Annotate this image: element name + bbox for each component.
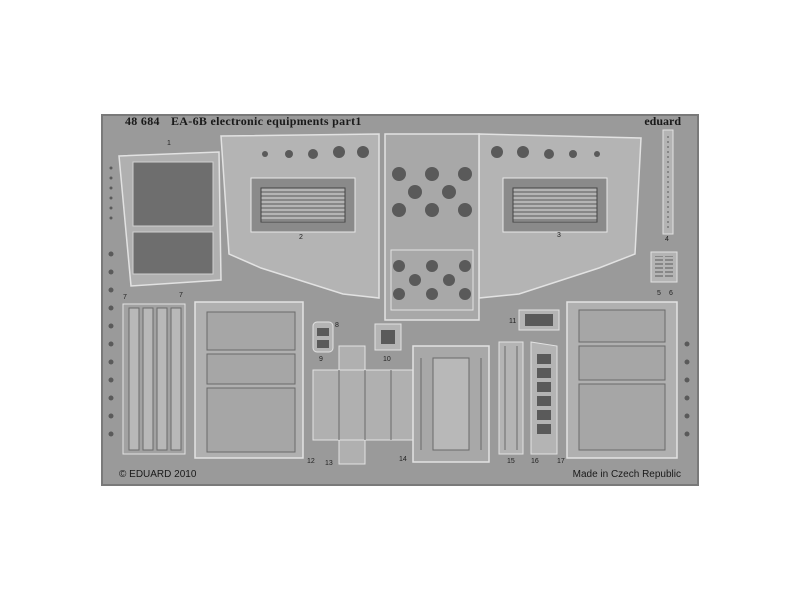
- part-8-9: [312, 321, 334, 353]
- part-label: 12: [307, 458, 315, 465]
- part-label: 11: [509, 318, 517, 325]
- part-label: 4: [665, 236, 669, 243]
- part-label: 1: [167, 140, 171, 147]
- part-14-frame: [412, 345, 490, 463]
- part-16-strip: [530, 341, 558, 455]
- part-label: 8: [335, 322, 339, 329]
- origin-text: Made in Czech Republic: [572, 469, 681, 480]
- left-edge-dots: [108, 166, 114, 437]
- part-12-panel: [194, 301, 304, 459]
- parts-5-6: [650, 251, 678, 283]
- part-15-strip: [498, 341, 524, 455]
- part-label: 7: [123, 294, 127, 301]
- fret-artwork: [101, 114, 699, 486]
- sheet-title: EA-6B electronic equipments part1: [171, 114, 362, 128]
- part-label: 2: [299, 234, 303, 241]
- copyright-text: © EDUARD 2010: [119, 469, 197, 480]
- part-label: 9: [319, 356, 323, 363]
- part-label: 10: [383, 356, 391, 363]
- part-10-square: [374, 323, 402, 351]
- fret-border: [101, 114, 699, 486]
- brand-logo-text: eduard: [644, 114, 681, 128]
- part-label: 3: [557, 232, 561, 239]
- right-edge-dots: [684, 341, 690, 437]
- console-panel: [220, 133, 642, 321]
- part-label: 17: [557, 458, 565, 465]
- part-label: 15: [507, 458, 515, 465]
- part-17-panel: [566, 301, 678, 459]
- part-4-strip: [662, 129, 674, 235]
- part-label: 6: [669, 290, 673, 297]
- part-label: 13: [325, 460, 333, 467]
- part-11: [518, 309, 560, 331]
- sheet-part-number: 48 684: [125, 114, 160, 128]
- part-1-panel: [118, 151, 222, 287]
- part-13-box: [312, 345, 420, 465]
- part-label: 16: [531, 458, 539, 465]
- part-7-rails: [122, 303, 186, 455]
- photo-etch-fret: 48 684 EA-6B electronic equipments part1…: [101, 114, 699, 486]
- part-label: 5: [657, 290, 661, 297]
- part-label: 7: [179, 292, 183, 299]
- part-label: 14: [399, 456, 407, 463]
